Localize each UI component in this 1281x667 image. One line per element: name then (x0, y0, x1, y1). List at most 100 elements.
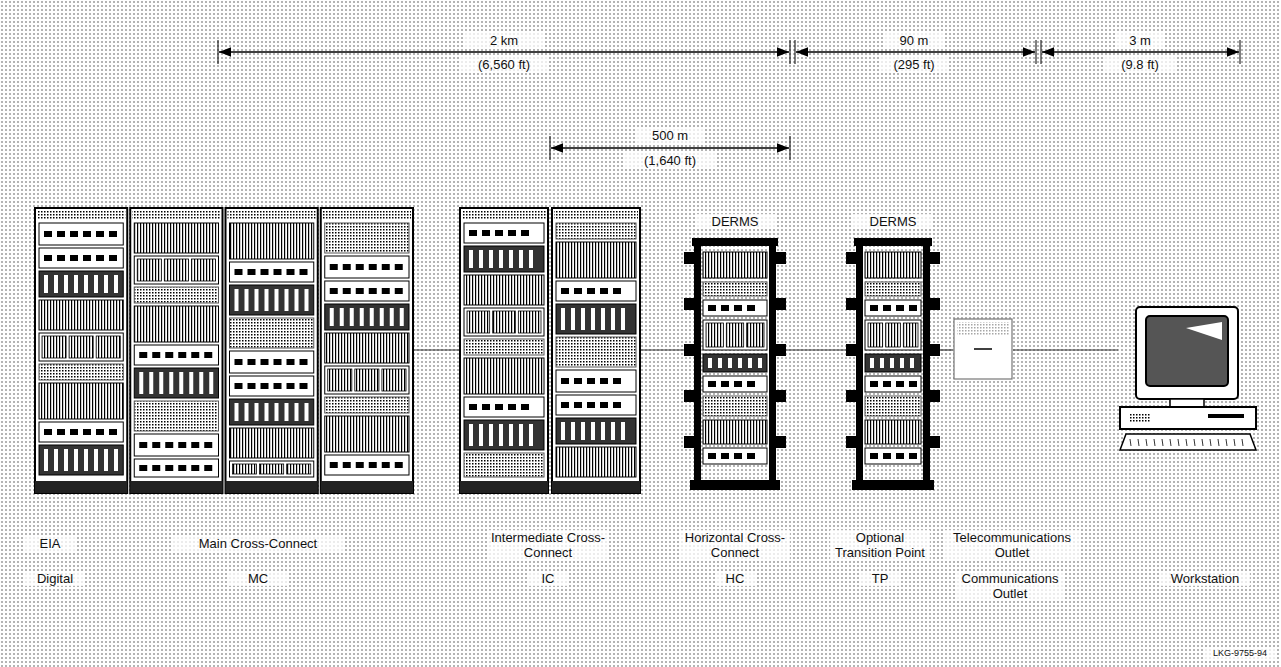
cable-run (640, 349, 690, 350)
card-cage (703, 252, 767, 278)
cabinet-top (323, 210, 411, 220)
slot (469, 250, 473, 268)
mounting-tab (776, 344, 786, 356)
slot (295, 403, 299, 421)
slot (114, 449, 118, 471)
port (70, 255, 78, 261)
module (191, 259, 215, 281)
port (382, 264, 390, 270)
module (355, 369, 379, 391)
slot (199, 372, 203, 394)
card-cage (134, 306, 218, 342)
port (300, 269, 308, 275)
port (139, 352, 147, 358)
slot (189, 372, 193, 394)
slot (561, 308, 565, 330)
equipment-panel (556, 418, 636, 444)
port (343, 288, 351, 294)
slot (54, 275, 58, 293)
slot (880, 358, 884, 368)
slot (728, 358, 732, 368)
key-row (1170, 439, 1171, 446)
module-panel (325, 366, 409, 394)
port (482, 230, 490, 236)
card-cage (556, 447, 636, 477)
slot (295, 289, 299, 311)
cabinet-frame (130, 208, 222, 493)
cabinet-top (37, 210, 125, 220)
equipment-panel (703, 354, 767, 372)
port (191, 442, 199, 448)
slot (380, 308, 384, 326)
port (495, 230, 503, 236)
vent-panel (464, 339, 544, 355)
port (574, 402, 582, 408)
cable-run (1013, 349, 1118, 350)
cable-run (780, 349, 852, 350)
node-label: Horizontal Cross-Connect (680, 530, 790, 560)
dimension-tick (795, 40, 796, 64)
mounting-tab (776, 298, 786, 310)
port (178, 465, 186, 471)
mounting-tab (776, 390, 786, 402)
dimension-line (796, 51, 1035, 53)
mounting-tab (930, 298, 940, 310)
slot (245, 289, 249, 311)
vent-panel (703, 396, 767, 416)
slot (64, 449, 68, 471)
card-cage (865, 252, 921, 278)
port (44, 429, 52, 435)
port (747, 453, 755, 459)
mounting-tab (846, 390, 856, 402)
key-row (1194, 439, 1195, 446)
cabinet-top (462, 210, 546, 220)
rack-cap (692, 238, 778, 246)
figure-id: LKG-9755-94 (1205, 648, 1275, 659)
patch-panel (134, 459, 218, 477)
dimension-line (1042, 51, 1239, 53)
port (395, 288, 403, 294)
equipment-panel (134, 368, 218, 398)
module (382, 369, 406, 391)
slot (340, 308, 344, 326)
port (613, 378, 621, 384)
slot (748, 358, 752, 368)
illustration-group (846, 238, 940, 490)
patch-panel (134, 434, 218, 456)
port (287, 269, 295, 275)
module (164, 259, 188, 281)
patch-panel (39, 248, 123, 268)
equipment-illustration (953, 318, 1013, 380)
slot (159, 372, 163, 394)
slot (44, 275, 48, 293)
patch-panel (230, 376, 314, 396)
slot (104, 275, 108, 293)
card-cage (464, 275, 544, 305)
slot (84, 275, 88, 293)
patch-panel (556, 281, 636, 301)
module (868, 323, 883, 347)
dimension-ticks (218, 40, 1240, 160)
slot (275, 403, 279, 421)
patch-panel (865, 300, 921, 316)
slot (479, 424, 483, 446)
card-cage (325, 333, 409, 363)
illustration-group (684, 238, 786, 490)
port (747, 305, 755, 311)
port (274, 359, 282, 365)
slot (255, 289, 259, 311)
cabinet-frame (552, 208, 640, 493)
patch-panel (703, 448, 767, 464)
module (518, 311, 541, 333)
port (369, 288, 377, 294)
port (521, 404, 529, 410)
slot (708, 358, 712, 368)
module-panel (39, 333, 123, 361)
node-label: IC (528, 571, 568, 586)
dimension-label: 2 km (464, 33, 544, 48)
dimension-label: 3 m (1115, 33, 1165, 48)
vent-panel (464, 453, 544, 477)
slot (509, 250, 513, 268)
port (600, 402, 608, 408)
port (165, 352, 173, 358)
